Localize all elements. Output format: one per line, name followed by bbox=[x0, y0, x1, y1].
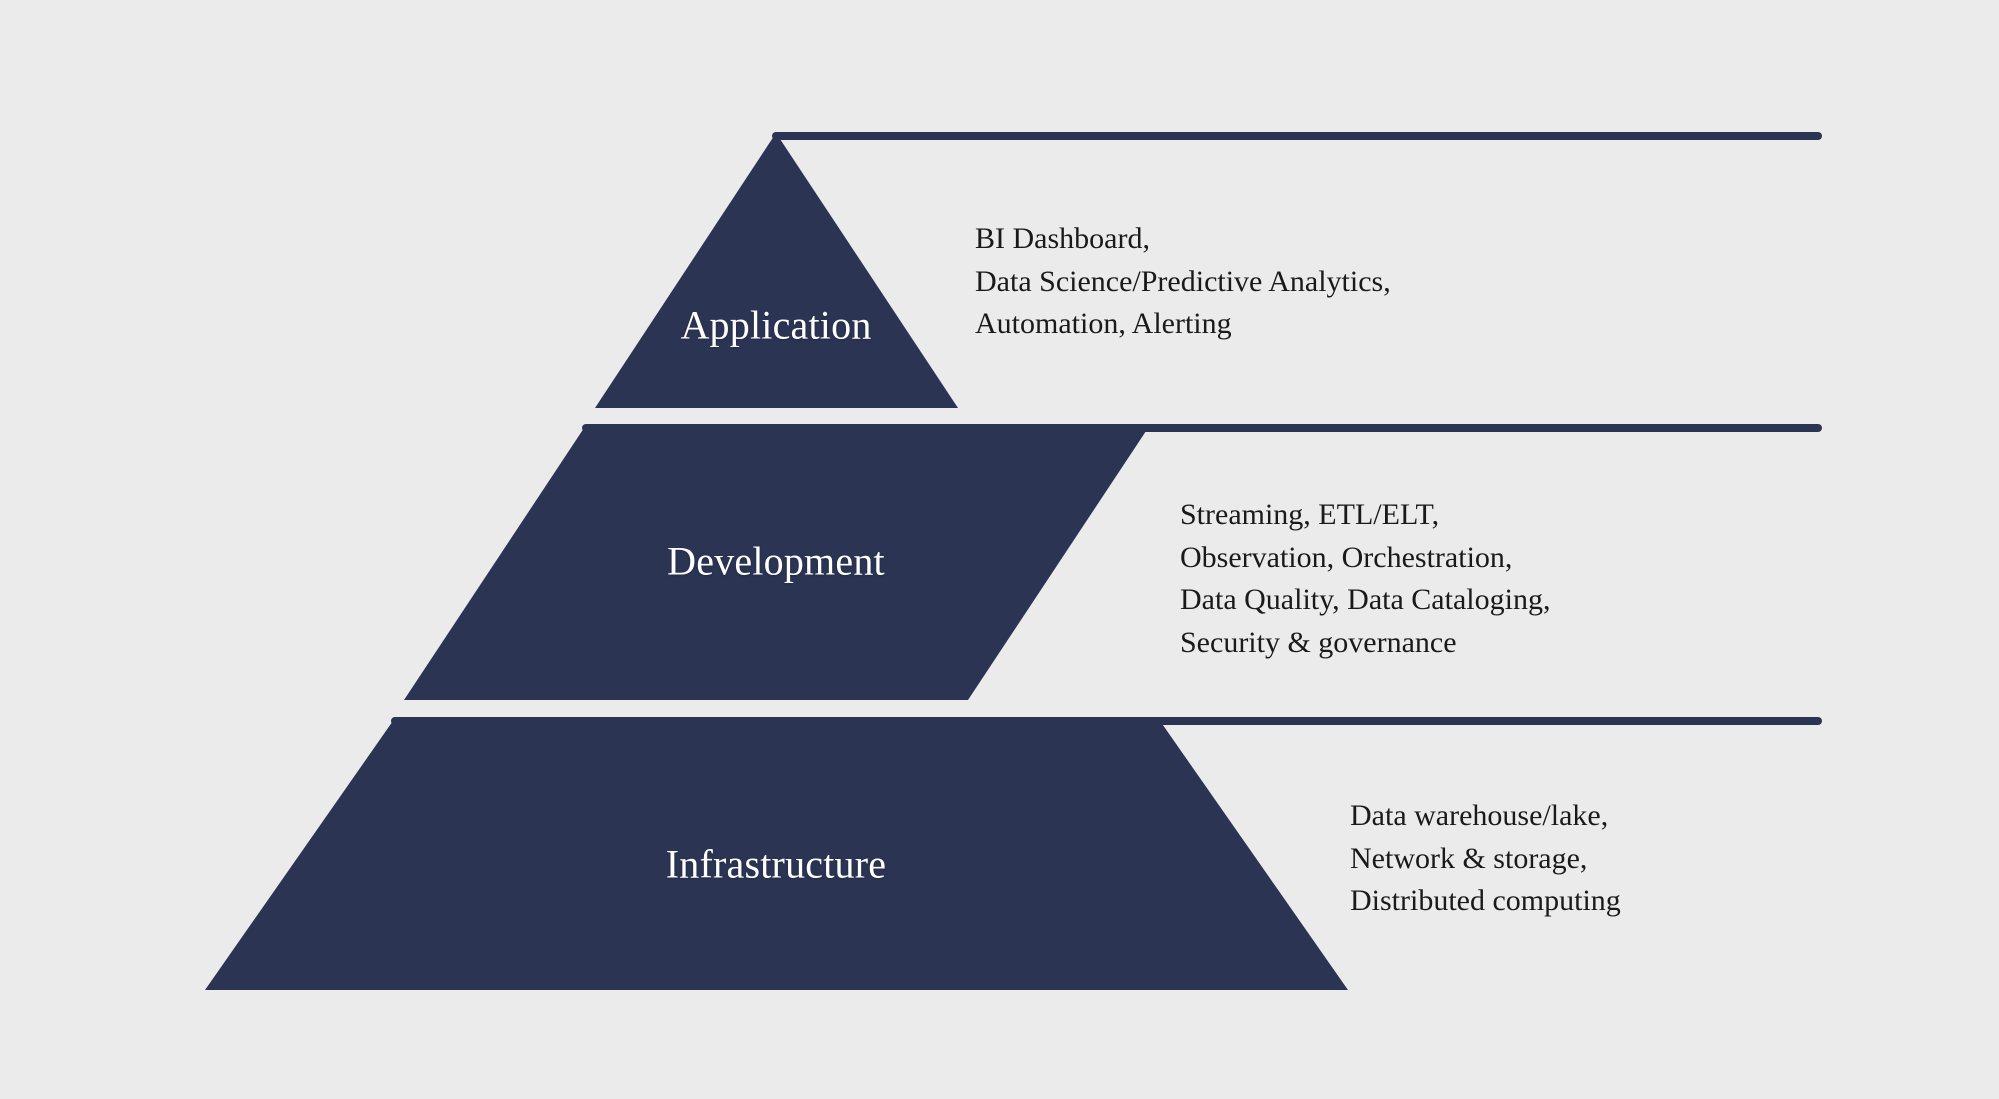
tier-description-application: BI Dashboard, Data Science/Predictive An… bbox=[975, 222, 1391, 341]
pyramid-tier-development[interactable] bbox=[404, 425, 1150, 700]
pyramid-tier-infrastructure[interactable] bbox=[205, 718, 1348, 990]
tier-description-development: Streaming, ETL/ELT, Observation, Orchest… bbox=[1180, 498, 1551, 659]
tier-label-development: Development bbox=[667, 538, 885, 584]
tier-description-infrastructure: Data warehouse/lake, Network & storage, … bbox=[1350, 799, 1621, 918]
tier-label-application: Application bbox=[680, 302, 872, 348]
tier-label-infrastructure: Infrastructure bbox=[665, 841, 887, 887]
pyramid-tier-application[interactable] bbox=[595, 133, 958, 408]
